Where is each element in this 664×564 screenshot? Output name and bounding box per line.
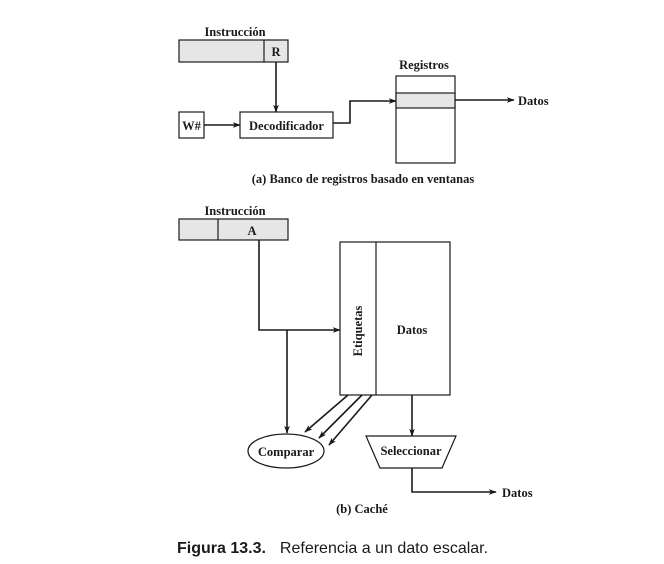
cache-block [339, 241, 451, 396]
caption-b: (b) Caché [336, 502, 388, 516]
data-column-label: Datos [397, 323, 428, 337]
instruction-label-b: Instrucción [204, 204, 265, 218]
arrow-tag-to-compare-2 [318, 394, 363, 439]
figure-title: Referencia a un dato escalar. [280, 540, 488, 557]
output-label-b: Datos [502, 486, 533, 500]
tags-column-label: Etiquetas [351, 306, 365, 357]
instruction-field-a: A [247, 224, 256, 238]
figure-caption-text: Figura 13.3. Referencia a un dato escalar… [177, 540, 488, 557]
window-pointer-label: W# [182, 119, 202, 133]
registers-label: Registros [399, 58, 449, 72]
figure-caption: Figura 13.3. Referencia a un dato escalar… [177, 540, 488, 557]
instruction-body-a [178, 39, 289, 63]
instruction-body-b [178, 218, 289, 241]
instruction-register-b: A [178, 218, 289, 241]
part-a-register-window: Instrucción R W# Decodificador Registros… [178, 25, 549, 186]
decoder-box [239, 111, 334, 139]
registers-block [395, 75, 456, 164]
arrow-tag-to-compare-1 [304, 394, 349, 433]
select-trapezoid [365, 435, 457, 469]
arrow-select-to-data [411, 468, 497, 495]
instruction-register-a: R [178, 39, 289, 63]
arrow-decoder-to-registers [333, 98, 397, 124]
instruction-label-a: Instrucción [204, 25, 265, 39]
part-b-cache: Instrucción A Etiquetas Datos Comparar S… [178, 204, 533, 516]
caption-a: (a) Banco de registros basado en ventana… [252, 172, 475, 186]
compare-label: Comparar [258, 445, 315, 459]
arrow-tag-to-compare-3 [328, 394, 373, 446]
selected-register-row [395, 92, 456, 109]
decoder-label: Decodificador [249, 119, 324, 133]
figure-number: Figura 13.3. [177, 540, 266, 557]
arrow-address-to-tags [258, 240, 341, 333]
select-label: Seleccionar [380, 444, 442, 458]
output-label-a: Datos [518, 94, 549, 108]
instruction-field-r: R [271, 45, 281, 59]
compare-ellipse [247, 433, 325, 469]
